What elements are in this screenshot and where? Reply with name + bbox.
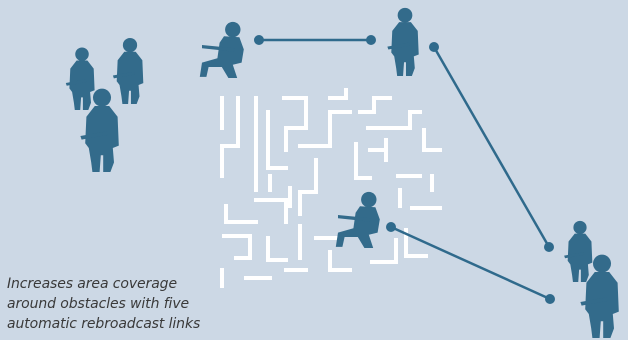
soldier-standing-icon — [66, 47, 95, 110]
caption-line-1: Increases area coverage — [7, 274, 200, 294]
link-2-node-b — [544, 242, 554, 252]
link-2 — [434, 47, 549, 247]
caption-line-3: automatic rebroadcast links — [7, 314, 200, 334]
soldier-standing-icon — [113, 38, 143, 104]
link-3 — [391, 227, 550, 299]
link-1-node-a — [254, 35, 264, 45]
link-3-node-a — [386, 222, 396, 232]
caption-line-2: around obstacles with five — [7, 294, 200, 314]
soldier-kneeling-icon — [336, 192, 380, 248]
maze-obstacle — [222, 90, 440, 286]
rebroadcast-links — [254, 35, 555, 304]
soldier-standing-icon — [387, 8, 418, 76]
soldier-kneeling-icon — [200, 22, 244, 78]
caption: Increases area coverage around obstacles… — [7, 274, 200, 334]
link-1-node-b — [366, 35, 376, 45]
link-2-node-a — [429, 42, 439, 52]
soldier-standing-icon — [564, 221, 592, 282]
link-3-node-b — [545, 294, 555, 304]
